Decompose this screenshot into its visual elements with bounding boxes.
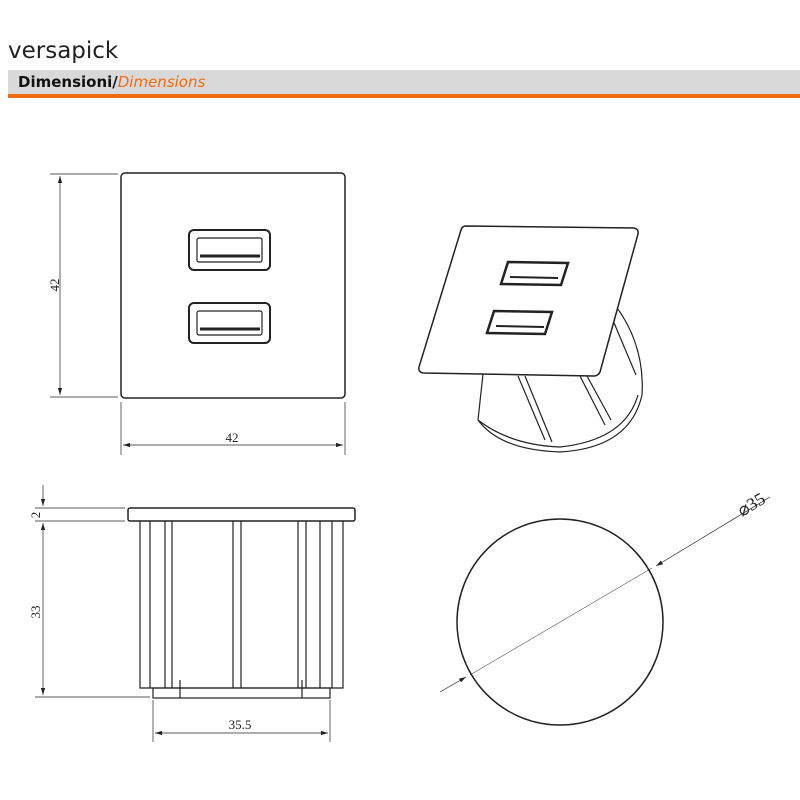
body-width-label: 35.5 [229,717,252,732]
section-label-it: Dimensioni/ [18,73,118,91]
side-view [127,507,356,699]
body-depth-label: 33 [28,606,43,619]
front-view [120,172,346,399]
section-label-en: Dimensions [117,73,206,91]
plate-thickness-label: 2 [28,512,43,519]
cutout-view [439,496,771,726]
section-header: Dimensioni/Dimensions [8,70,800,98]
front-width-label: 42 [226,430,239,445]
product-title: versapick [8,38,119,64]
isometric-view [418,225,643,453]
front-height-label: 42 [47,279,62,292]
